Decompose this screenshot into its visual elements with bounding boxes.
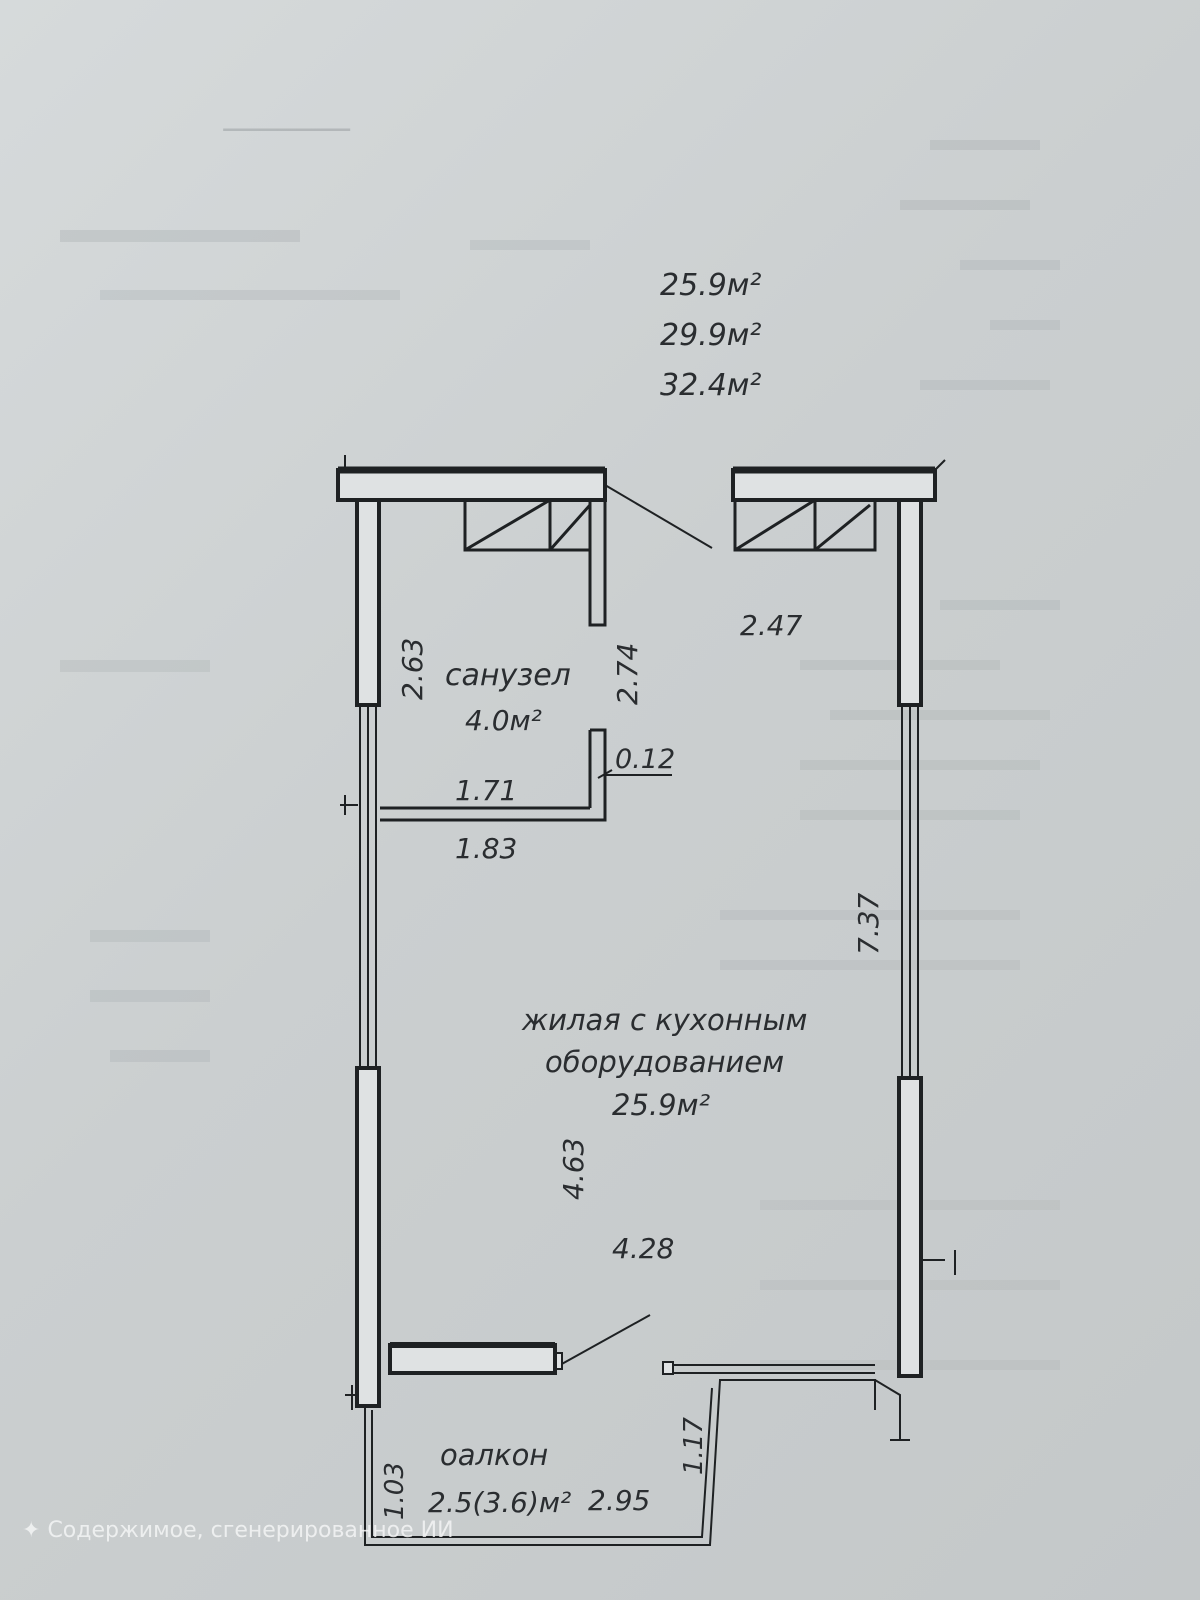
dim-bath-left-height: 2.63 xyxy=(396,638,429,700)
area-totals: 25.9м² 29.9м² 32.4м² xyxy=(660,268,761,403)
sparkle-icon: ✦ xyxy=(22,1518,41,1543)
doors xyxy=(552,484,713,1370)
balcony-area: 2.5(3.6)м² xyxy=(428,1486,571,1519)
dim-room-width: 4.28 xyxy=(612,1232,674,1265)
dim-partition-thickness: 0.12 xyxy=(615,744,675,775)
dim-bath-right-height: 2.74 xyxy=(611,643,644,705)
bathroom-area: 4.0м² xyxy=(465,704,542,737)
dimension-leaders xyxy=(597,769,672,779)
walls xyxy=(336,455,956,1408)
left-wall-lower xyxy=(355,1066,381,1408)
dimension-labels: 2.47 2.63 2.74 0.12 1.71 1.83 7.37 4.63 … xyxy=(380,609,885,1520)
left-window xyxy=(359,705,377,1068)
right-wall-lower xyxy=(897,1076,923,1378)
dim-balcony-right: 1.17 xyxy=(679,1417,709,1475)
right-window xyxy=(901,705,919,1078)
svg-text:───────: ─────── xyxy=(223,113,351,148)
bathroom-name: санузел xyxy=(445,658,571,693)
entrance-door xyxy=(604,484,713,549)
area-total-with-balcony: 32.4м² xyxy=(660,368,761,403)
shaft-right xyxy=(733,498,877,552)
area-total-general: 29.9м² xyxy=(660,318,761,353)
dim-balcony-left: 1.03 xyxy=(380,1462,410,1520)
watermark-text: Содержимое, сгенерированное ИИ xyxy=(47,1518,454,1543)
balcony-door xyxy=(559,1314,651,1366)
room-labels: санузел 4.0м² жилая с кухонным оборудова… xyxy=(428,658,807,1519)
ai-content-watermark: ✦ Содержимое, сгенерированное ИИ xyxy=(22,1518,454,1543)
dim-balcony-bottom: 2.95 xyxy=(588,1484,650,1517)
balcony-structure xyxy=(345,1342,910,1546)
dim-room-right-length: 7.37 xyxy=(852,892,885,955)
living-name-line2: оборудованием xyxy=(545,1045,784,1079)
right-wall-upper xyxy=(897,498,923,707)
dim-bath-outer-width: 1.83 xyxy=(455,832,517,865)
area-total-living: 25.9м² xyxy=(660,268,761,303)
dim-entry-width: 2.47 xyxy=(740,609,803,642)
dim-bath-inner-width: 1.71 xyxy=(455,774,517,807)
living-area: 25.9м² xyxy=(612,1088,710,1122)
living-name-line1: жилая с кухонным xyxy=(521,1003,807,1037)
balcony-name: оалкон xyxy=(440,1438,548,1472)
left-wall-upper xyxy=(355,498,381,707)
shaft-left xyxy=(463,498,592,552)
dim-room-lower-height: 4.63 xyxy=(557,1138,590,1200)
bathroom-partitions xyxy=(380,498,877,822)
